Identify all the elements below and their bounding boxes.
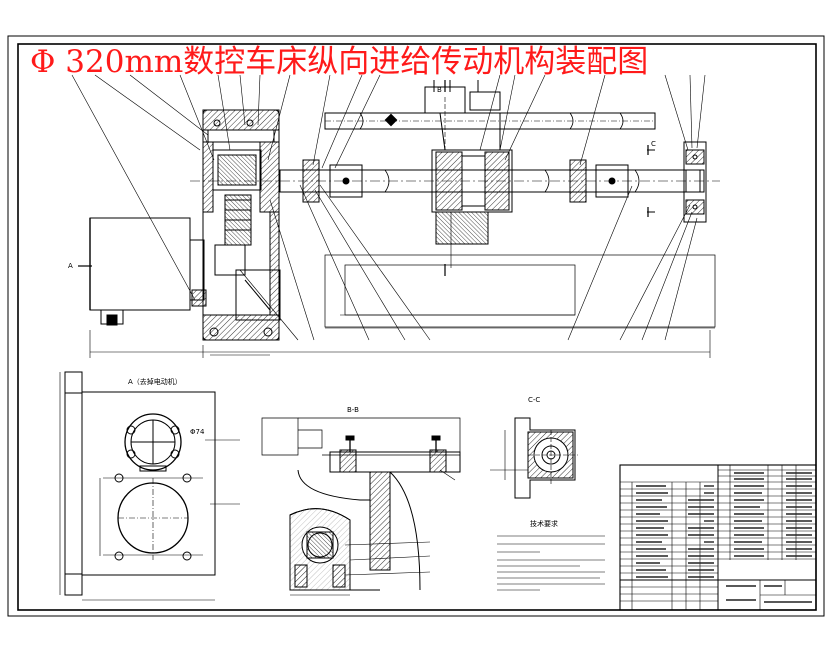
end-bearing: [683, 141, 707, 223]
view-b-b: [261, 417, 461, 596]
tech-notes-heading: 技术要求: [530, 520, 558, 528]
bracket-top: [329, 451, 461, 473]
drawing-title: Φ 320mm数控车床纵向进给传动机构装配图: [30, 44, 649, 80]
title-block: [619, 464, 817, 611]
bearing-bore: [124, 413, 182, 471]
main-assembly-view: [71, 74, 720, 358]
cut-marker-b: B: [437, 86, 442, 94]
technical-notes: [497, 535, 605, 591]
motor-flange-plate: [64, 371, 216, 596]
dim-diameter-74: Φ74: [190, 428, 205, 436]
cut-marker-a: A: [68, 262, 73, 270]
end-support-block: [514, 417, 576, 499]
outer-border: [7, 35, 825, 617]
nut-bracket: [435, 211, 489, 245]
view-c-c: [490, 417, 578, 499]
mid-bearing: [302, 159, 320, 203]
cut-marker-c: C: [651, 140, 656, 148]
leader-lines-top: [71, 74, 706, 301]
view-a-label: A（去掉电动机）: [128, 378, 182, 386]
view-b-label: B-B: [347, 406, 359, 414]
table-outline: [324, 254, 716, 328]
inner-border: [17, 43, 817, 611]
leader-lines-bottom: [239, 184, 698, 341]
view-a: [59, 371, 240, 601]
view-c-label: C-C: [528, 396, 541, 404]
